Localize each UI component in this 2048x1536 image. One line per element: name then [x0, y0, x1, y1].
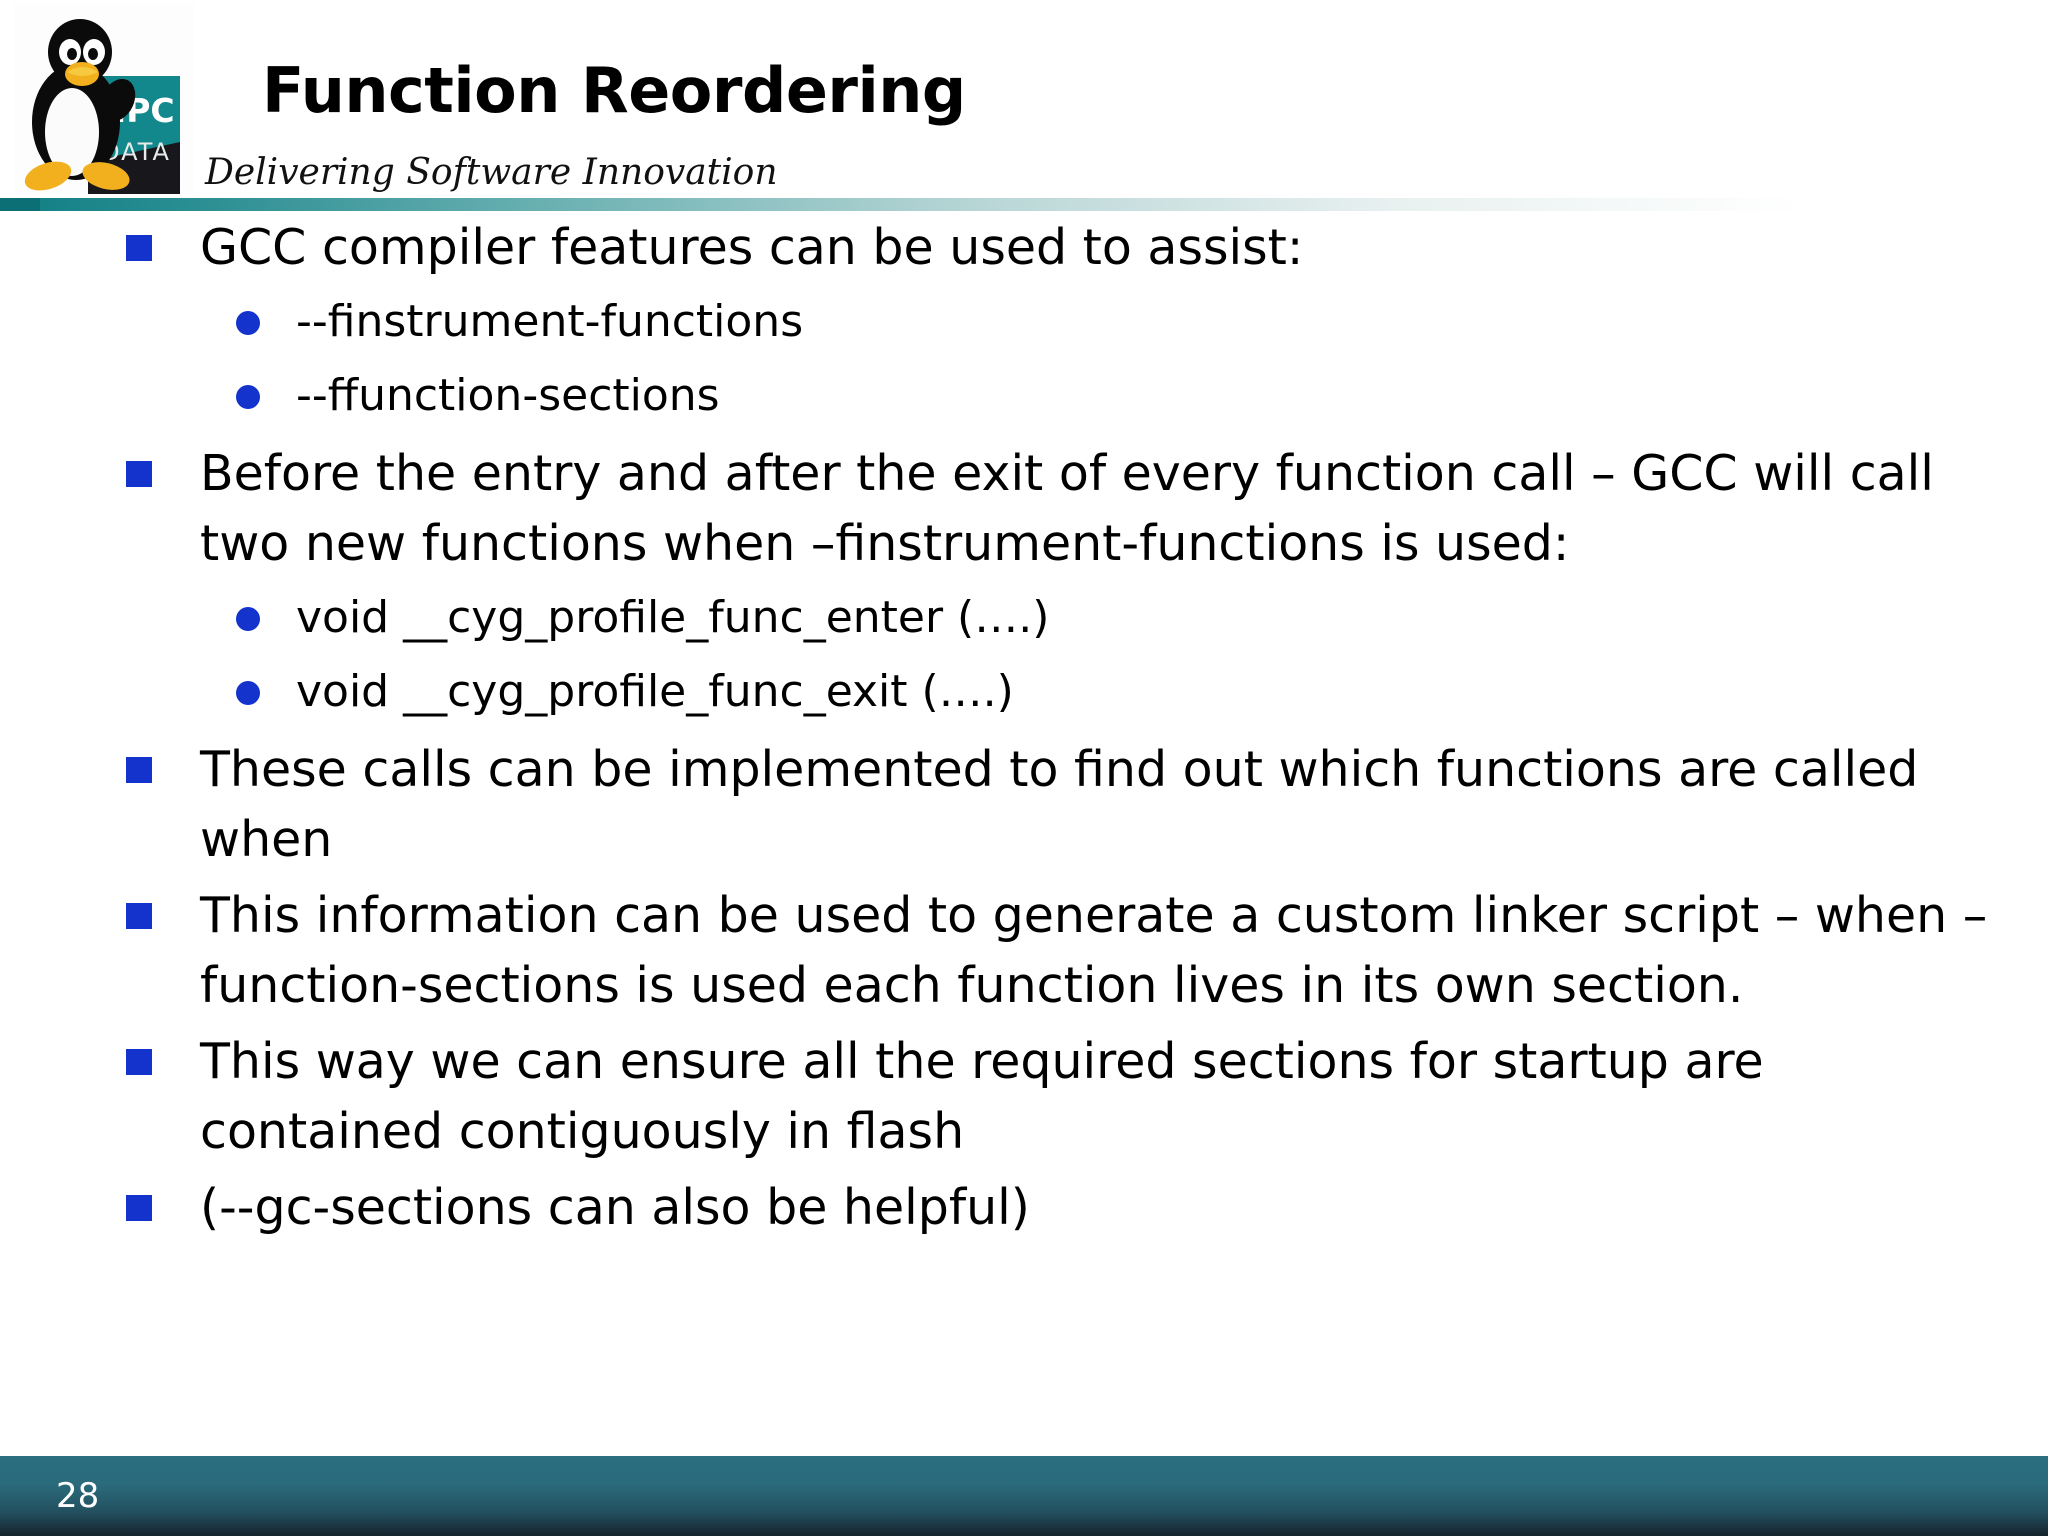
sub-bullet-text: void __cyg_profile_func_enter (….) [296, 592, 1050, 643]
list-item: This way we can ensure all the required … [0, 1027, 2048, 1167]
bullet-text: This way we can ensure all the required … [200, 1033, 1764, 1160]
list-item: (--gc-sections can also be helpful) [0, 1173, 2048, 1243]
round-bullet-icon [236, 681, 260, 705]
slide-footer: 28 [0, 1456, 2048, 1536]
list-item: GCC compiler features can be used to ass… [0, 213, 2048, 433]
sub-list-item: void __cyg_profile_func_exit (….) [200, 655, 2008, 729]
bullet-list: GCC compiler features can be used to ass… [0, 213, 2048, 1243]
sub-bullet-text: void __cyg_profile_func_exit (….) [296, 666, 1014, 717]
list-item: These calls can be implemented to find o… [0, 735, 2048, 875]
sub-bullet-list: --finstrument-functions --ffunction-sect… [200, 285, 2008, 433]
tux-penguin-icon: MPC DATA [14, 4, 194, 194]
slide-content: GCC compiler features can be used to ass… [0, 213, 2048, 1456]
square-bullet-icon [126, 235, 152, 261]
list-item: Before the entry and after the exit of e… [0, 439, 2048, 729]
company-tagline: Delivering Software Innovation [205, 152, 778, 193]
square-bullet-icon [126, 903, 152, 929]
sub-list-item: --finstrument-functions [200, 285, 2008, 359]
square-bullet-icon [126, 461, 152, 487]
sub-bullet-text: --finstrument-functions [296, 296, 804, 347]
bullet-text: (--gc-sections can also be helpful) [200, 1179, 1030, 1236]
header-divider [0, 198, 2048, 211]
sub-bullet-list: void __cyg_profile_func_enter (….) void … [200, 581, 2008, 729]
bullet-text: These calls can be implemented to find o… [200, 741, 1919, 868]
round-bullet-icon [236, 607, 260, 631]
bullet-text: Before the entry and after the exit of e… [200, 445, 1934, 572]
sub-list-item: void __cyg_profile_func_enter (….) [200, 581, 2008, 655]
page-title-block: Function Reordering [262, 56, 966, 126]
square-bullet-icon [126, 1195, 152, 1221]
round-bullet-icon [236, 385, 260, 409]
square-bullet-icon [126, 757, 152, 783]
sub-bullet-text: --ffunction-sections [296, 370, 720, 421]
list-item: This information can be used to generate… [0, 881, 2048, 1021]
header-divider-cap [0, 198, 40, 211]
page-number: 28 [56, 1476, 100, 1516]
mpc-data-logo: MPC DATA [14, 4, 194, 194]
slide-header: MPC DATA Function Reordering Delivering … [0, 0, 2048, 211]
sub-list-item: --ffunction-sections [200, 359, 2008, 433]
page-title: Function Reordering [262, 54, 966, 127]
round-bullet-icon [236, 311, 260, 335]
bullet-text: This information can be used to generate… [200, 887, 1988, 1014]
square-bullet-icon [126, 1049, 152, 1075]
bullet-text: GCC compiler features can be used to ass… [200, 219, 1304, 276]
